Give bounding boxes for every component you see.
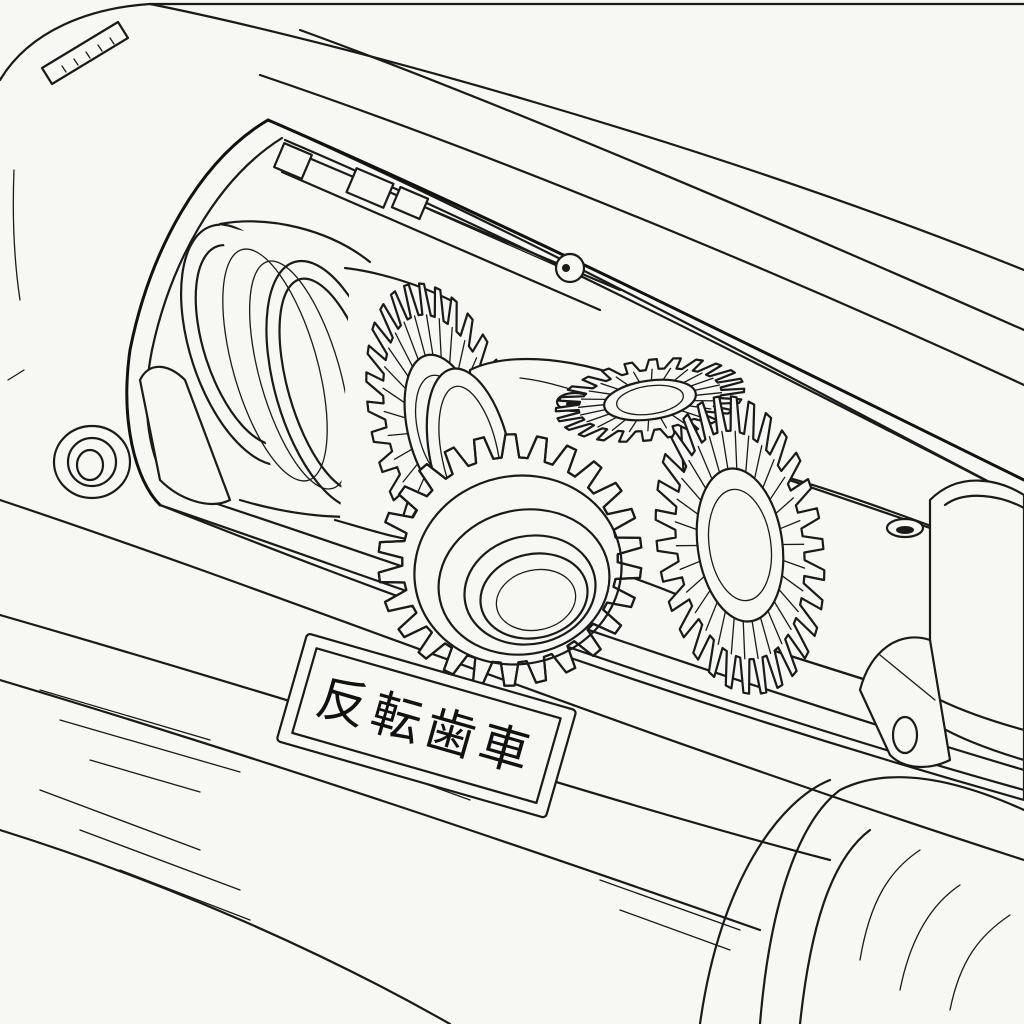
spur-gear-icon (377, 433, 643, 687)
washer-icon (52, 424, 132, 500)
upper-rod (273, 142, 622, 312)
bevel-gear-right (654, 395, 826, 695)
vent-slot (40, 20, 130, 86)
